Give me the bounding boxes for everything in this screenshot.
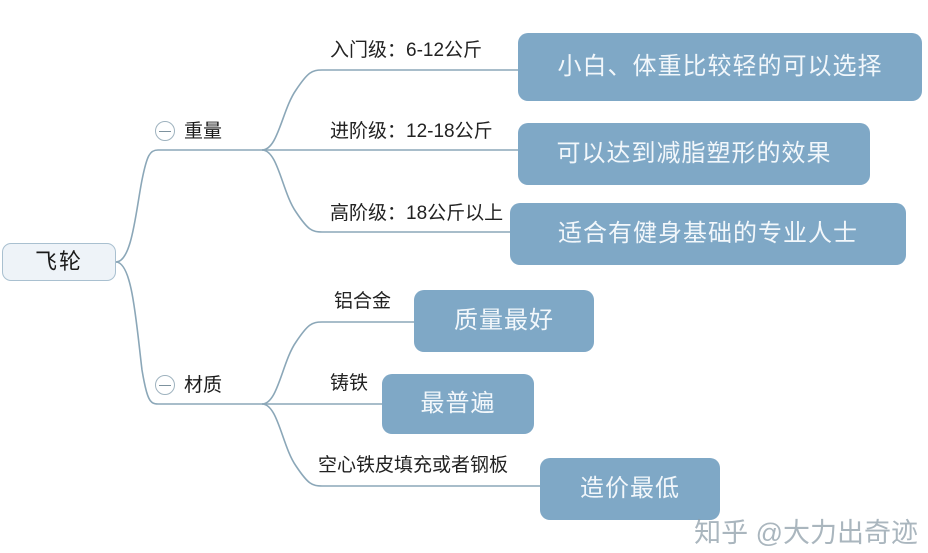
root-node-label: 飞轮 bbox=[34, 249, 83, 274]
callout-aluminum-alloy[interactable]: 质量最好 bbox=[414, 290, 594, 352]
branch-material-label: 材质 bbox=[184, 374, 223, 396]
root-node[interactable]: 飞轮 bbox=[2, 243, 116, 281]
leaf-label-advanced-weight: 高阶级：18公斤以上 bbox=[330, 203, 504, 224]
leaf-label-intermediate-weight: 进阶级：12-18公斤 bbox=[330, 121, 493, 142]
callout-advanced-weight-text: 适合有健身基础的专业人士 bbox=[558, 220, 858, 247]
callout-cast-iron[interactable]: 最普遍 bbox=[382, 374, 534, 434]
circle-minus-icon[interactable] bbox=[155, 375, 175, 395]
callout-intermediate-weight-text: 可以达到减脂塑形的效果 bbox=[556, 140, 832, 167]
leaf-label-cast-iron: 铸铁 bbox=[330, 373, 369, 394]
callout-entry-weight[interactable]: 小白、体重比较轻的可以选择 bbox=[518, 33, 922, 101]
branch-material[interactable]: 材质 bbox=[155, 375, 222, 395]
leaf-label-hollow-steel: 空心铁皮填充或者钢板 bbox=[318, 455, 509, 476]
leaf-label-entry-weight: 入门级：6-12公斤 bbox=[330, 40, 483, 61]
callout-advanced-weight[interactable]: 适合有健身基础的专业人士 bbox=[510, 203, 906, 265]
callout-hollow-steel[interactable]: 造价最低 bbox=[540, 458, 720, 520]
callout-aluminum-alloy-text: 质量最好 bbox=[454, 307, 554, 334]
callout-hollow-steel-text: 造价最低 bbox=[580, 475, 680, 502]
watermark: 知乎 @大力出奇迹 bbox=[694, 518, 918, 548]
callout-intermediate-weight[interactable]: 可以达到减脂塑形的效果 bbox=[518, 123, 870, 185]
circle-minus-icon[interactable] bbox=[155, 121, 175, 141]
callout-entry-weight-text: 小白、体重比较轻的可以选择 bbox=[557, 53, 883, 80]
branch-weight-label: 重量 bbox=[184, 120, 223, 142]
leaf-label-aluminum-alloy: 铝合金 bbox=[334, 291, 392, 312]
callout-cast-iron-text: 最普遍 bbox=[420, 390, 496, 417]
branch-weight[interactable]: 重量 bbox=[155, 121, 222, 141]
